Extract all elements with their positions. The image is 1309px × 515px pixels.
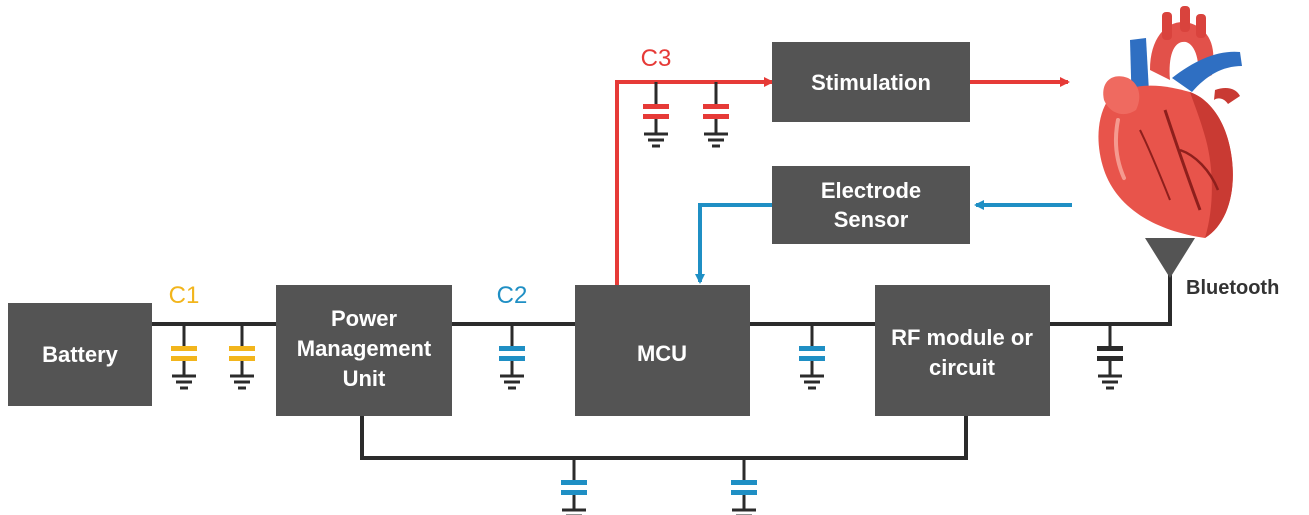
capacitor-icon — [703, 82, 729, 148]
capacitor-icon — [229, 324, 255, 390]
rf-module-block: RF module or circuit — [875, 285, 1050, 416]
rf-antenna-wire — [1050, 270, 1172, 326]
pmu-rf-ground-bus — [360, 416, 968, 460]
ground-icon — [500, 374, 524, 390]
electrode-label-line2: Sensor — [834, 207, 909, 232]
capacitor-icon — [1097, 324, 1123, 390]
c1-label: C1 — [169, 282, 200, 309]
ground-icon — [704, 132, 728, 148]
pmu-label-line2: Management — [297, 336, 432, 361]
mcu-block: MCU — [575, 285, 750, 416]
ground-icon — [1098, 374, 1122, 390]
rf-label-line2: circuit — [929, 355, 996, 380]
ground-icon — [644, 132, 668, 148]
ground-icon — [732, 508, 756, 515]
capacitor-icon — [561, 458, 587, 515]
c2-label: C2 — [497, 282, 528, 309]
capacitor-icon — [643, 82, 669, 148]
capacitor-icon — [499, 324, 525, 390]
ground-icon — [562, 508, 586, 515]
stimulation-block: Stimulation — [772, 42, 970, 122]
capacitor-icon — [731, 458, 757, 515]
rf-label-line1: RF module or — [891, 325, 1033, 350]
capacitor-icon — [171, 324, 197, 390]
pmu-label-line1: Power — [331, 306, 397, 331]
c3-label: C3 — [641, 45, 672, 72]
power-management-unit-block: Power Management Unit — [276, 285, 452, 416]
pmu-label-line3: Unit — [343, 366, 386, 391]
ground-icon — [172, 374, 196, 390]
stimulation-path — [615, 77, 1070, 285]
electrode-sensor-block: Electrode Sensor — [772, 166, 970, 244]
antenna-icon — [1145, 238, 1195, 278]
battery-block: Battery — [8, 303, 152, 406]
electrode-to-mcu-arrow — [695, 203, 772, 284]
ground-icon — [800, 374, 824, 390]
electrode-label-line1: Electrode — [821, 178, 921, 203]
bluetooth-label: Bluetooth — [1186, 277, 1279, 299]
heart-icon — [1098, 6, 1242, 239]
mcu-to-stimulation-arrow — [615, 77, 774, 285]
sensor-path — [695, 200, 1072, 284]
stimulation-label: Stimulation — [811, 70, 931, 95]
capacitors — [171, 82, 1123, 515]
battery-label: Battery — [42, 342, 119, 367]
capacitor-icon — [799, 324, 825, 390]
mcu-label: MCU — [637, 341, 687, 366]
ground-icon — [230, 374, 254, 390]
